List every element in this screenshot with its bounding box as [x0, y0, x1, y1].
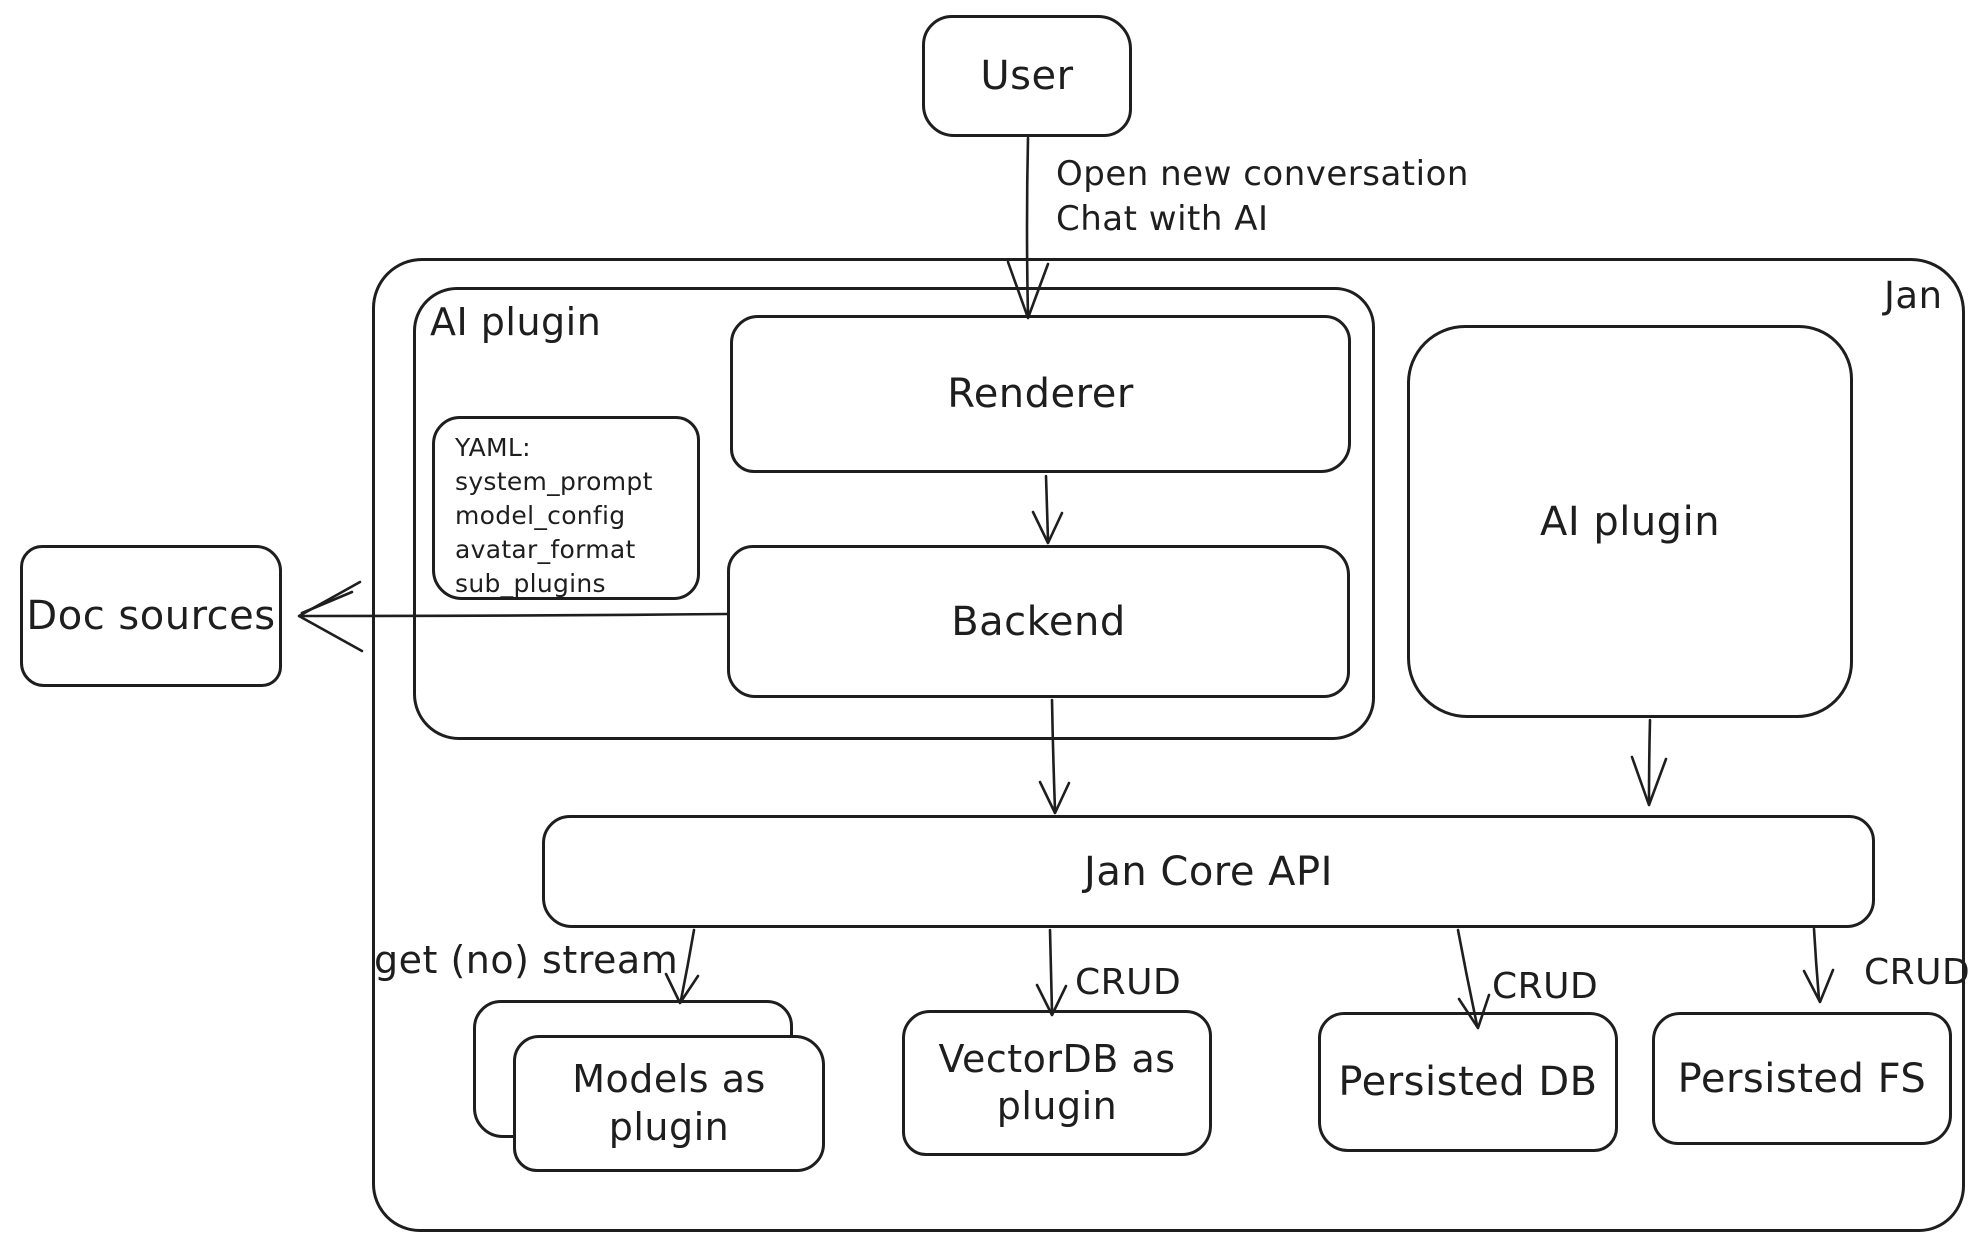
- vectordb-plugin-node-label: VectorDB as plugin: [938, 1036, 1176, 1129]
- models-plugin-node-label: Models as plugin: [572, 1057, 766, 1149]
- backend-node: Backend: [727, 545, 1350, 698]
- yaml-line: YAML:: [455, 433, 531, 462]
- ai-plugin-left-label: AI plugin: [430, 300, 602, 344]
- persisted-fs-node-label: Persisted FS: [1677, 1055, 1927, 1102]
- jan-core-api-node-label: Jan Core API: [1084, 848, 1333, 895]
- yaml-line: system_prompt: [455, 467, 653, 496]
- crud-label-persisted-db: CRUD: [1492, 966, 1599, 1007]
- yaml-note: YAML: system_prompt model_config avatar_…: [432, 416, 700, 600]
- user-node: User: [922, 15, 1132, 137]
- get-no-stream-label: get (no) stream: [374, 938, 679, 982]
- crud-label-persisted-fs: CRUD: [1864, 952, 1971, 993]
- ai-plugin-right-node-label: AI plugin: [1539, 498, 1721, 545]
- persisted-db-node-label: Persisted DB: [1338, 1059, 1598, 1105]
- vectordb-plugin-node: VectorDB as plugin: [902, 1010, 1212, 1156]
- persisted-fs-node: Persisted FS: [1652, 1012, 1952, 1145]
- doc-sources-node-label: Doc sources: [26, 593, 276, 639]
- jan-container-label: Jan: [1884, 274, 1943, 317]
- yaml-line: sub_plugins: [455, 569, 606, 598]
- renderer-node: Renderer: [730, 315, 1351, 473]
- backend-node-label: Backend: [951, 598, 1126, 645]
- user-node-label: User: [980, 53, 1074, 99]
- user-arrow-label-line1: Open new conversation: [1056, 154, 1469, 194]
- persisted-db-node: Persisted DB: [1318, 1012, 1618, 1152]
- user-arrow-label: Open new conversation Chat with AI: [1056, 152, 1469, 242]
- yaml-note-text: YAML: system_prompt model_config avatar_…: [455, 431, 653, 601]
- crud-label-vectordb: CRUD: [1075, 962, 1182, 1003]
- doc-sources-node: Doc sources: [20, 545, 282, 687]
- user-arrow-label-line2: Chat with AI: [1056, 199, 1269, 239]
- renderer-node-label: Renderer: [947, 371, 1134, 417]
- models-plugin-node: Models as plugin: [513, 1035, 825, 1172]
- jan-core-api-node: Jan Core API: [542, 815, 1875, 928]
- yaml-line: model_config: [455, 501, 626, 530]
- ai-plugin-right-node: AI plugin: [1407, 325, 1853, 718]
- yaml-line: avatar_format: [455, 535, 636, 564]
